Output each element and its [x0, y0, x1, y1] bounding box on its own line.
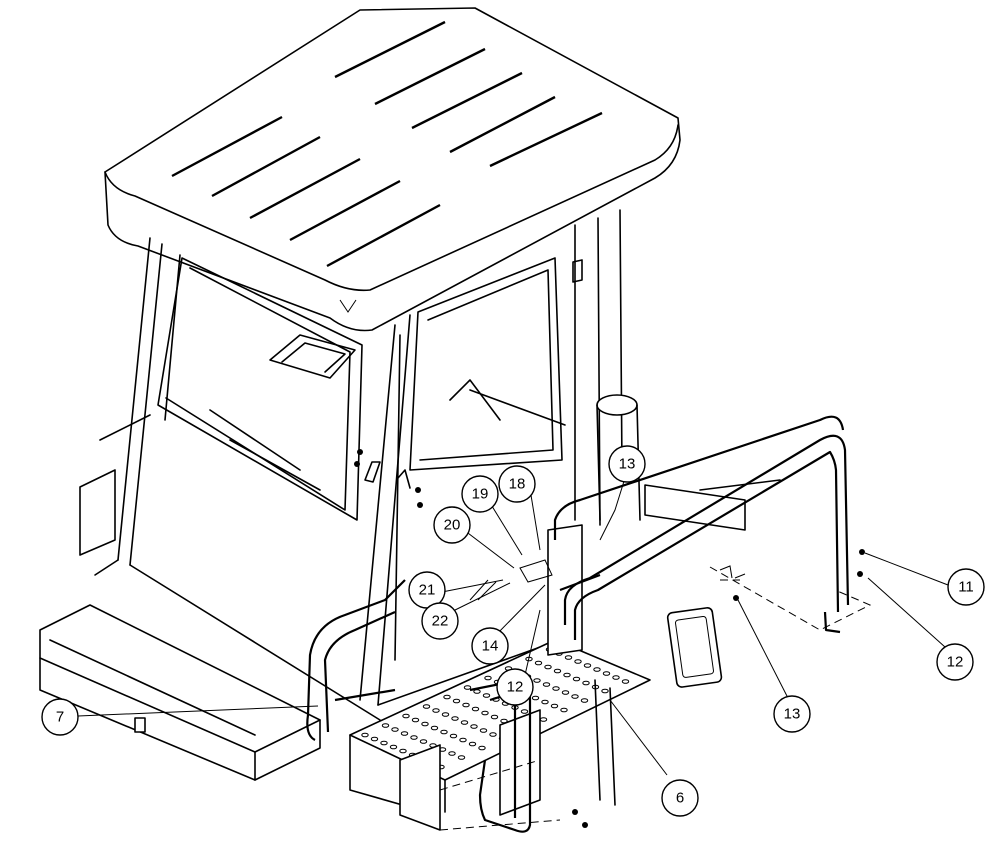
deck-hole [441, 712, 450, 717]
deck-hole [571, 694, 579, 699]
deck-hole [381, 723, 390, 728]
deck-hole [482, 693, 491, 698]
deck-hole [533, 678, 541, 683]
deck-hole [582, 680, 590, 686]
callout-18: 18 [498, 465, 536, 503]
callout-22: 22 [421, 602, 459, 640]
svg-text:7: 7 [56, 709, 64, 726]
deck-hole [463, 685, 472, 690]
callout-21: 21 [408, 571, 446, 609]
deck-hole [520, 709, 529, 714]
deck-hole [421, 721, 429, 727]
deck-hole [430, 725, 439, 731]
callout-12: 12 [936, 643, 974, 681]
deck-hole [489, 732, 497, 737]
deck-hole [402, 713, 410, 719]
deck-hole [593, 667, 601, 672]
deck-hole [448, 751, 456, 756]
deck-hole [459, 737, 467, 743]
deck-hole [531, 695, 540, 701]
deck-hole [563, 672, 571, 678]
deck-hole [478, 745, 486, 751]
roof-slots [171, 20, 603, 268]
deck-hole [479, 728, 488, 733]
deck-hole [574, 659, 582, 664]
deck-hole [460, 720, 469, 725]
deck-hole [410, 735, 418, 740]
deck-hole [601, 688, 609, 694]
deck-hole [560, 707, 568, 713]
callout-20: 20 [433, 506, 471, 544]
deck-hole [389, 744, 398, 750]
deck-hole [552, 686, 560, 691]
callout-12: 12 [496, 668, 534, 706]
deck-hole [471, 706, 480, 712]
deck-hole [380, 740, 388, 746]
callout-7: 7 [41, 698, 79, 736]
deck-hole [432, 708, 440, 713]
svg-text:14: 14 [482, 638, 499, 655]
deck-hole [361, 732, 369, 738]
svg-text:6: 6 [676, 790, 684, 807]
deck-hole [440, 729, 448, 735]
deck-hole [451, 716, 459, 721]
cab-frame [94, 209, 641, 721]
deck-hole [457, 755, 466, 760]
callout-13: 13 [773, 695, 811, 733]
deck-hole [370, 736, 379, 742]
deck-hole [490, 714, 499, 720]
svg-text:13: 13 [784, 706, 801, 723]
deck-hole [419, 739, 428, 744]
deck-hole [399, 748, 407, 754]
deck-hole [602, 671, 611, 676]
deck-hole [534, 660, 543, 666]
cab-roof [104, 7, 681, 332]
deck-hole [572, 676, 581, 682]
deck-hole [541, 699, 549, 705]
deck-hole [484, 675, 492, 681]
deck-hole [612, 675, 620, 680]
deck-hole [542, 682, 551, 687]
deck-hole [564, 655, 573, 660]
deck-hole [452, 698, 461, 704]
deck-hole [449, 733, 458, 739]
svg-text:22: 22 [432, 613, 449, 630]
deck-hole [443, 694, 451, 700]
deck-hole [481, 710, 489, 716]
svg-text:19: 19 [472, 486, 489, 503]
callout-19: 19 [461, 475, 499, 513]
deck-hole [550, 703, 559, 709]
deck-hole [621, 679, 630, 684]
svg-text:11: 11 [958, 579, 974, 596]
deck-hole [411, 717, 420, 723]
deck-hole [400, 731, 409, 736]
svg-text:18: 18 [509, 476, 526, 493]
callout-11: 11 [947, 568, 985, 606]
svg-text:12: 12 [947, 654, 964, 671]
deck-hole [468, 741, 477, 747]
callout-14: 14 [471, 627, 509, 665]
callout-6: 6 [661, 779, 699, 817]
deck-hole [422, 704, 431, 709]
svg-text:12: 12 [507, 679, 524, 696]
deck-hole [580, 698, 589, 703]
deck-hole [470, 724, 478, 729]
deck-hole [544, 664, 552, 670]
deck-hole [553, 668, 562, 674]
svg-text:20: 20 [444, 517, 461, 534]
svg-text:21: 21 [419, 582, 436, 599]
callout-13: 13 [608, 445, 646, 483]
svg-text:13: 13 [619, 456, 636, 473]
callouts: 11 12 12 13 13 14 18 19 [41, 445, 985, 817]
deck-hole [462, 702, 470, 708]
deck-hole [561, 690, 570, 695]
deck-hole [583, 663, 592, 668]
deck-hole [391, 727, 399, 732]
